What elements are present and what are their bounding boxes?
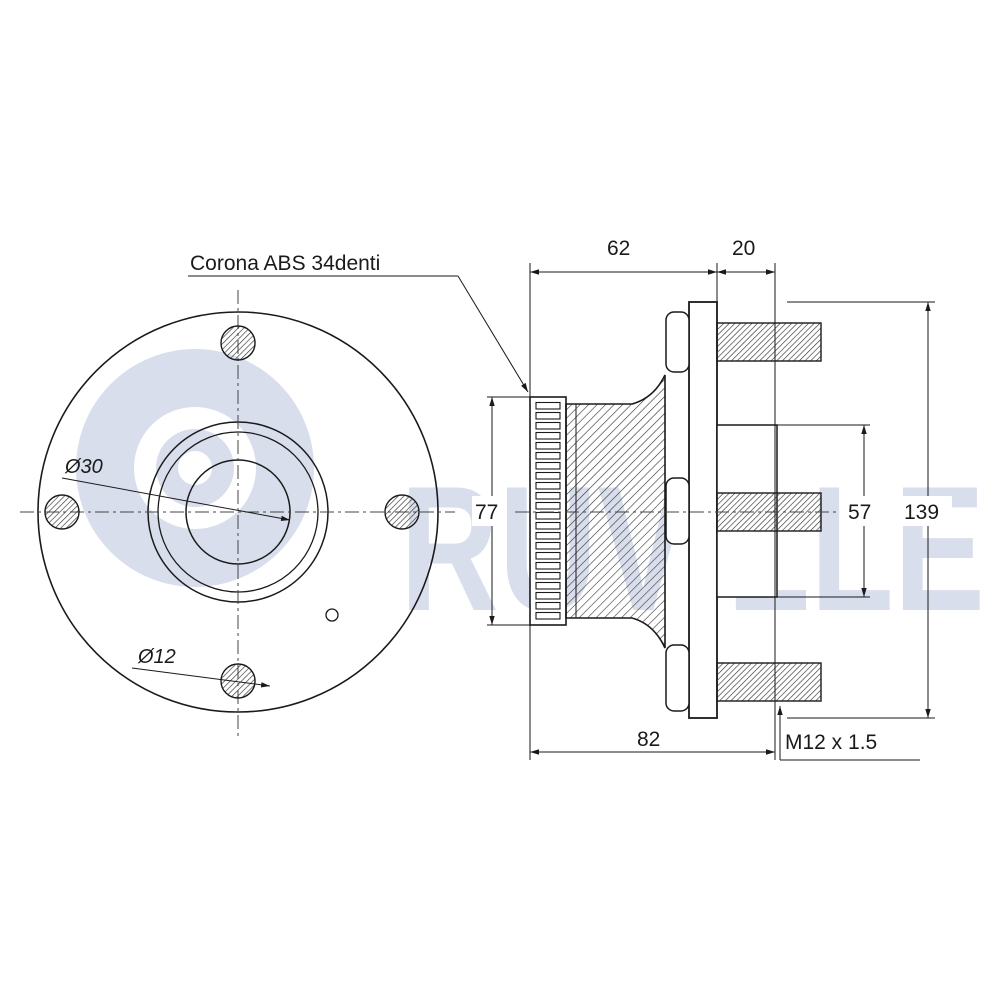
tone-ring-tooth — [535, 471, 561, 480]
dimensions: 62 20 82 77 57 139 M12 x 1.5 — [472, 237, 952, 761]
tone-ring-teeth — [535, 401, 561, 620]
bolt-hole-bottom — [220, 663, 256, 699]
tone-ring-tooth — [535, 551, 561, 560]
abs-tone-ring — [529, 396, 567, 626]
tone-ring-tooth — [535, 531, 561, 540]
tone-ring-tooth — [535, 521, 561, 530]
bolt-holes — [44, 325, 420, 699]
bolt-hole-left — [44, 494, 80, 530]
abs-callout: Corona ABS 34denti — [188, 252, 529, 393]
dim-57-label: 57 — [848, 501, 871, 524]
dim-82-label: 82 — [637, 728, 660, 751]
dim-57-bg — [845, 496, 883, 526]
stud-head-bottom — [665, 644, 690, 712]
stud-head-top — [665, 311, 690, 373]
tone-ring-tooth — [535, 441, 561, 450]
tone-ring-tooth — [535, 411, 561, 420]
tone-ring-tooth — [535, 541, 561, 550]
abs-leader — [457, 275, 529, 393]
tone-ring-tooth — [535, 401, 561, 410]
tone-ring-tooth — [535, 491, 561, 500]
tone-ring-tooth — [535, 451, 561, 460]
diam-bore-leader — [61, 477, 291, 522]
tone-ring-tooth — [535, 591, 561, 600]
dim-77-label: 77 — [475, 501, 498, 524]
locating-hole — [325, 608, 339, 622]
ruville-logo-icon — [76, 349, 314, 587]
stud-head-middle — [665, 477, 690, 545]
bolt-hole-right — [384, 494, 420, 530]
dim-139-label: 139 — [904, 501, 939, 524]
bolt-hole-top — [220, 325, 256, 361]
thread-label: M12 x 1.5 — [785, 731, 877, 754]
tone-ring-tooth — [535, 561, 561, 570]
tone-ring-tooth — [535, 431, 561, 440]
diam-bolt-label: Ø12 — [137, 646, 176, 668]
side-view — [515, 301, 840, 719]
diam-bore-label: Ø30 — [64, 456, 103, 478]
diam-bolt-leader — [131, 667, 271, 688]
tone-ring-tooth — [535, 421, 561, 430]
dim-20-label: 20 — [732, 237, 755, 260]
tone-ring-tooth — [535, 461, 561, 470]
tone-ring-tooth — [535, 511, 561, 520]
stud-bottom — [716, 662, 822, 702]
tone-ring-tooth — [535, 571, 561, 580]
flange-side — [688, 301, 718, 719]
stud-top — [716, 322, 822, 362]
dim-139-bg — [902, 496, 952, 526]
front-view: Ø30 Ø12 — [20, 290, 455, 740]
tone-ring-tooth — [535, 601, 561, 610]
tone-ring-tooth — [535, 581, 561, 590]
tone-ring-tooth — [535, 481, 561, 490]
tone-ring-tooth — [535, 611, 561, 620]
tone-ring-body — [529, 396, 567, 626]
abs-ring-label: Corona ABS 34denti — [190, 252, 380, 275]
dim-62-label: 62 — [607, 237, 630, 260]
tone-ring-tooth — [535, 501, 561, 510]
dim-77-bg — [472, 496, 506, 526]
